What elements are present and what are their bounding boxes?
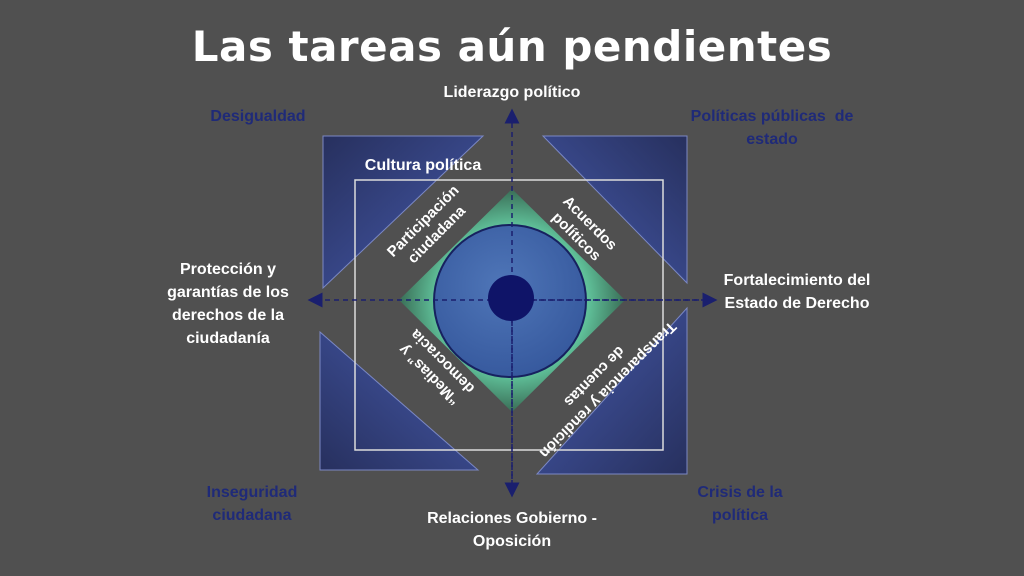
axis-label-top: Liderazgo político [443, 84, 581, 101]
axis-label-bottom: Relaciones Gobierno - Oposición [427, 510, 597, 550]
corner-label-bottom-right: Crisis de la política [697, 484, 783, 524]
triangle-top-left [322, 135, 485, 290]
page-title: Las tareas aún pendientes [191, 22, 833, 71]
triangle-top-right [541, 135, 688, 285]
corner-label-bottom-left: Inseguridad ciudadana [206, 484, 298, 524]
triangle-bottom-left [319, 330, 480, 471]
axis-label-right: Fortalecimiento del Estado de Derecho [723, 272, 871, 312]
axis-label-left: Protección y garantías de los derechos d… [167, 261, 289, 347]
center-dot [488, 275, 534, 321]
frame-label: Cultura política [364, 157, 482, 174]
cultura-frame [354, 179, 664, 451]
corner-label-top-right: Políticas públicas de estado [690, 108, 854, 148]
corner-label-top-left: Desigualdad [210, 108, 306, 125]
triangle-bottom-right [535, 306, 688, 475]
